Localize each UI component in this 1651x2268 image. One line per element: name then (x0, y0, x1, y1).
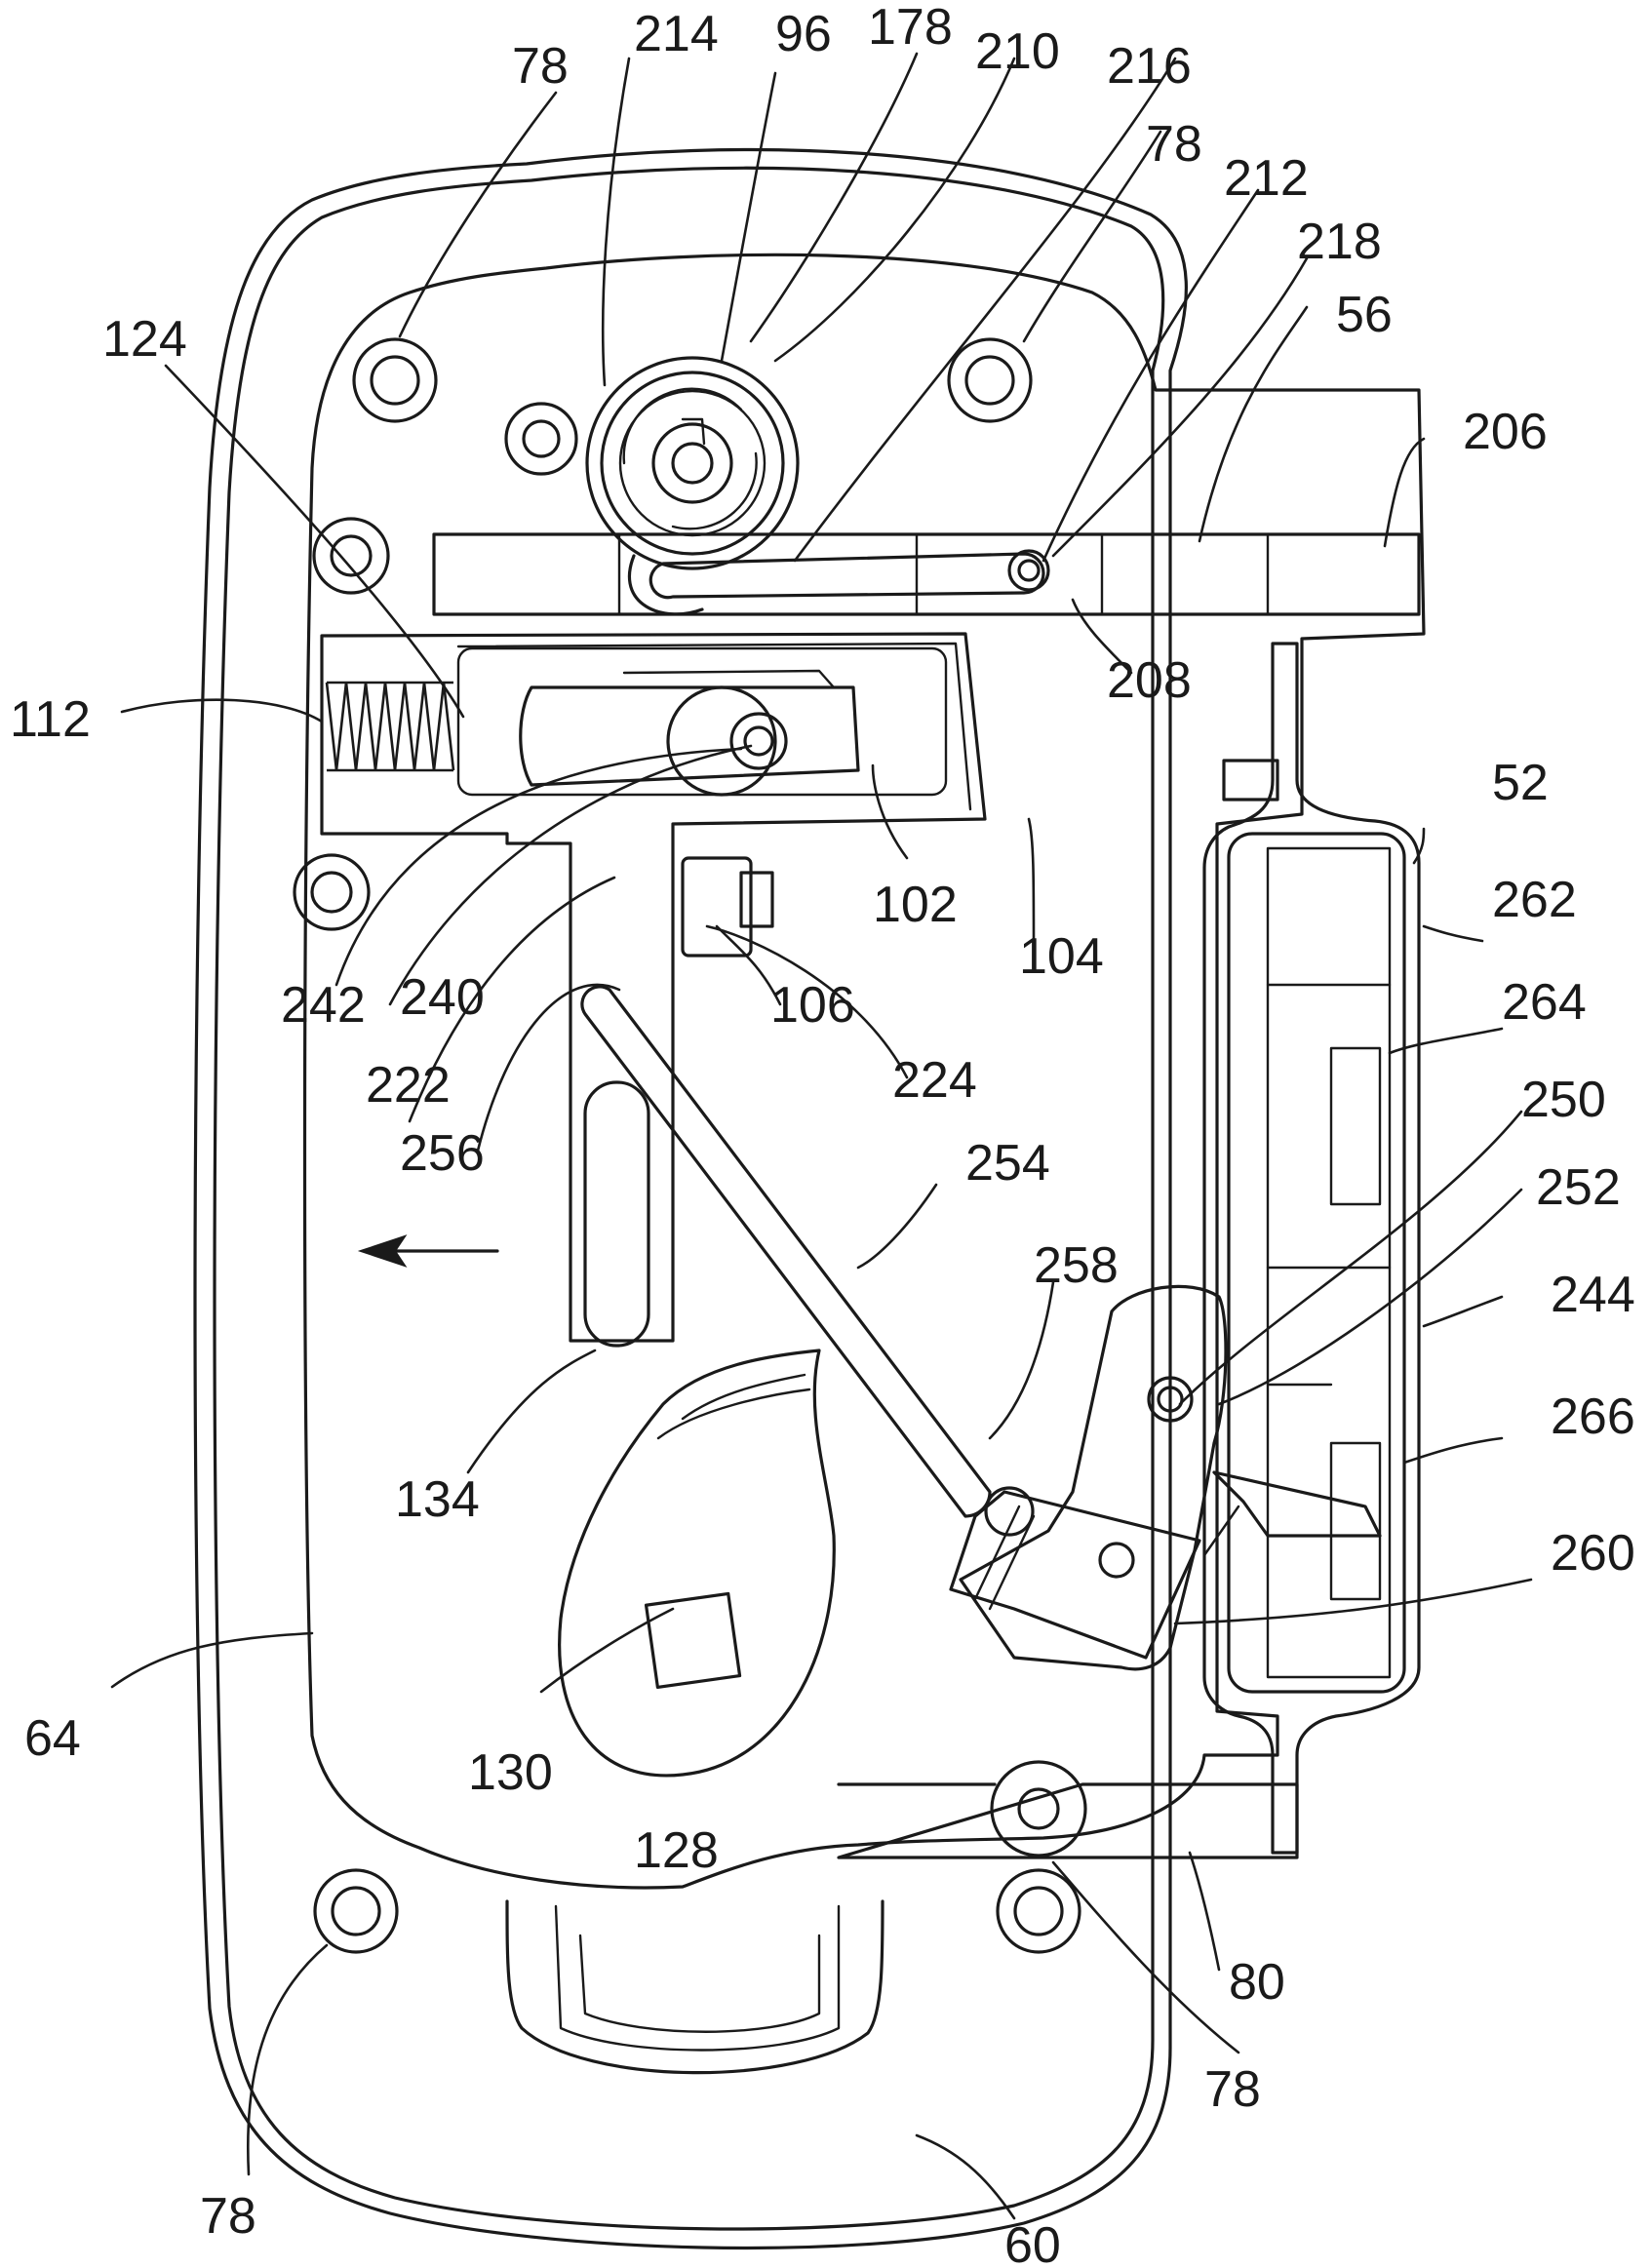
label-60: 60 (1004, 2217, 1061, 2268)
label-78-top-right: 78 (1146, 116, 1202, 173)
label-240: 240 (400, 969, 485, 1026)
label-78-bottom-right: 78 (1204, 2061, 1261, 2118)
label-124: 124 (102, 311, 187, 368)
slide-bar (434, 534, 1419, 614)
label-210: 210 (975, 23, 1060, 80)
label-104: 104 (1019, 928, 1104, 985)
direction-arrow (361, 1236, 497, 1266)
label-178: 178 (868, 0, 953, 56)
label-64: 64 (24, 1710, 81, 1767)
label-80: 80 (1229, 1954, 1285, 2011)
label-208: 208 (1107, 652, 1192, 709)
label-134: 134 (395, 1471, 480, 1528)
reference-numerals: 78 214 96 178 210 216 78 212 218 56 206 … (10, 0, 1635, 2268)
leader-lines (112, 54, 1531, 2218)
label-78-top-left: 78 (512, 38, 569, 95)
label-260: 260 (1551, 1525, 1635, 1582)
label-214: 214 (634, 6, 719, 62)
label-212: 212 (1224, 150, 1309, 207)
label-112: 112 (10, 691, 91, 748)
label-128: 128 (634, 1822, 719, 1879)
base-plate (305, 254, 1425, 1888)
label-96: 96 (775, 6, 832, 62)
label-252: 252 (1536, 1159, 1621, 1216)
label-130: 130 (468, 1744, 553, 1801)
label-106: 106 (770, 977, 855, 1034)
label-266: 266 (1551, 1388, 1635, 1445)
label-244: 244 (1551, 1267, 1635, 1323)
compression-spring (327, 683, 453, 770)
label-56: 56 (1336, 287, 1393, 343)
guide-channel (1204, 644, 1419, 1853)
label-256: 256 (400, 1125, 485, 1182)
label-218: 218 (1297, 214, 1382, 270)
label-242: 242 (281, 977, 366, 1034)
label-262: 262 (1492, 872, 1577, 928)
cam (560, 1350, 835, 1776)
label-250: 250 (1521, 1072, 1606, 1128)
label-254: 254 (965, 1135, 1050, 1192)
label-78-bottom-left: 78 (200, 2188, 256, 2245)
label-52: 52 (1492, 755, 1549, 811)
label-206: 206 (1463, 404, 1548, 460)
label-258: 258 (1034, 1237, 1119, 1294)
label-216: 216 (1107, 38, 1192, 95)
label-222: 222 (366, 1057, 451, 1114)
bottom-handle (507, 1901, 883, 2073)
label-102: 102 (873, 877, 958, 933)
latch-assembly (951, 1286, 1380, 1668)
label-264: 264 (1502, 974, 1587, 1031)
label-224: 224 (892, 1052, 977, 1109)
